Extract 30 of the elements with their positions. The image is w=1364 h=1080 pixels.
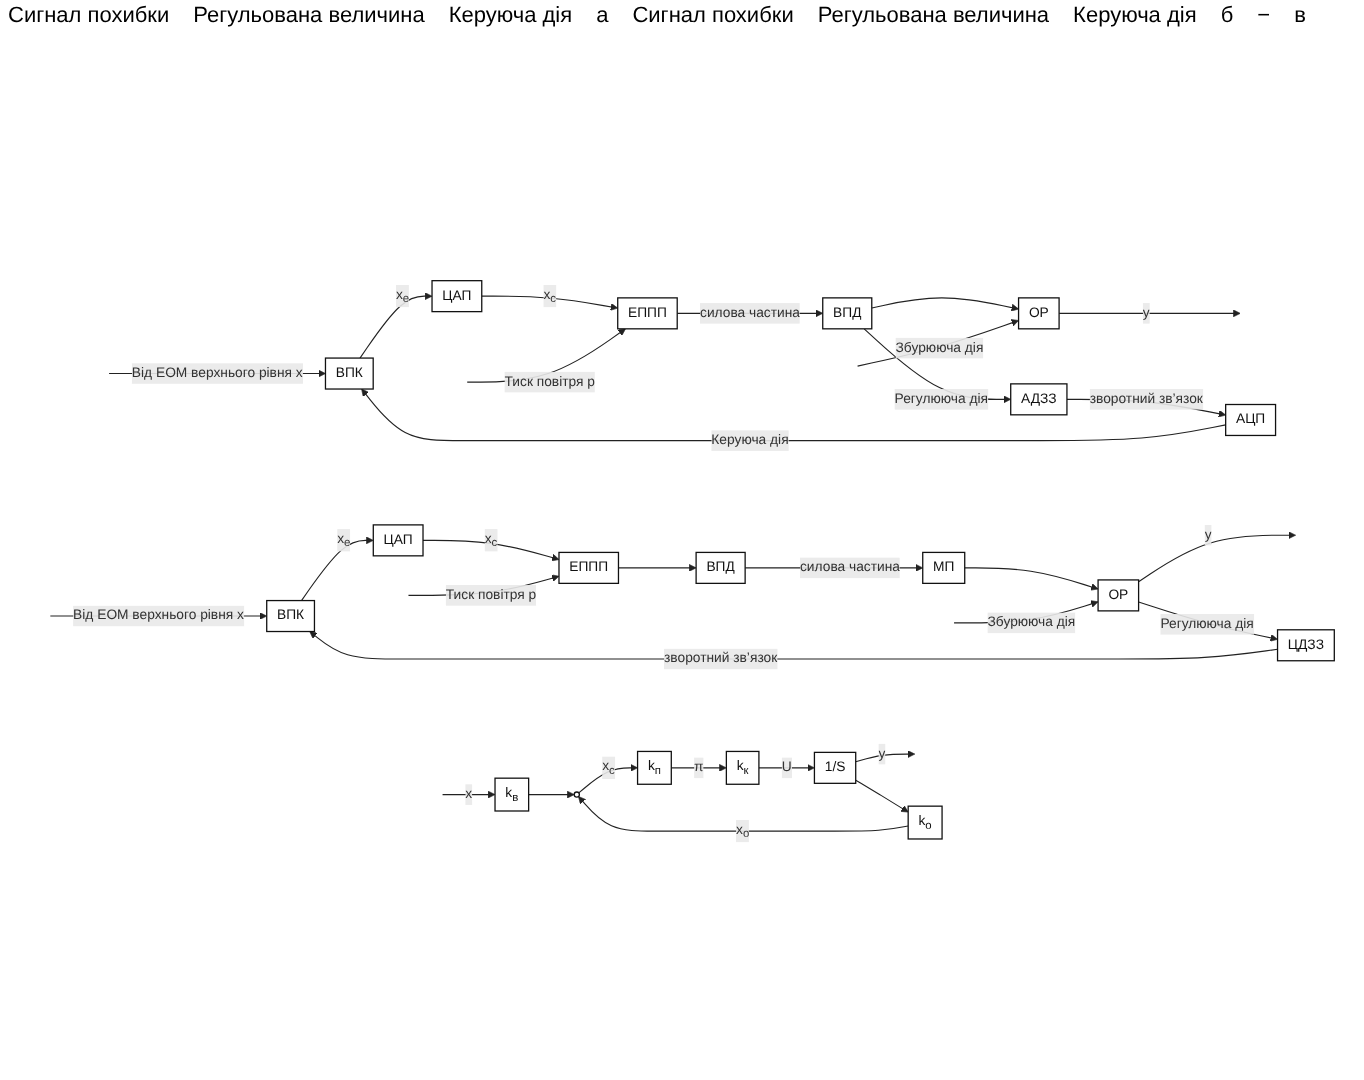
arrow: [1138, 530, 1296, 582]
summing-junction: [573, 790, 581, 798]
note-text: Керуюча дія: [448, 4, 573, 28]
arrow: [442, 790, 496, 798]
note-text: Сигнал похибки: [632, 4, 794, 28]
arrow: [300, 535, 374, 601]
arrow: [578, 795, 909, 832]
arrow: [670, 763, 727, 771]
arrow: [758, 763, 815, 771]
arrow: [1058, 308, 1241, 317]
note-text: б: [1220, 4, 1234, 28]
arrow: [422, 539, 560, 561]
arrow: [617, 563, 697, 571]
arrow: [871, 296, 1019, 311]
arrow: [855, 749, 916, 762]
note-text: Сигнал похибки: [8, 4, 170, 28]
note-text: Регульована величина: [193, 4, 425, 28]
arrow: [964, 566, 1099, 590]
arrow: [359, 291, 433, 358]
note-text: Керуюча дія: [1073, 4, 1197, 28]
note-text: в: [1294, 4, 1306, 28]
arrow: [855, 778, 909, 812]
note-text: а: [596, 4, 609, 28]
arrow: [481, 294, 619, 310]
arrow: [361, 388, 1227, 441]
note-text: −: [1257, 4, 1271, 28]
arrow: [528, 790, 575, 798]
arrow: [578, 763, 638, 793]
note-text: Регульована величина: [817, 4, 1050, 28]
arrow: [309, 630, 1279, 659]
